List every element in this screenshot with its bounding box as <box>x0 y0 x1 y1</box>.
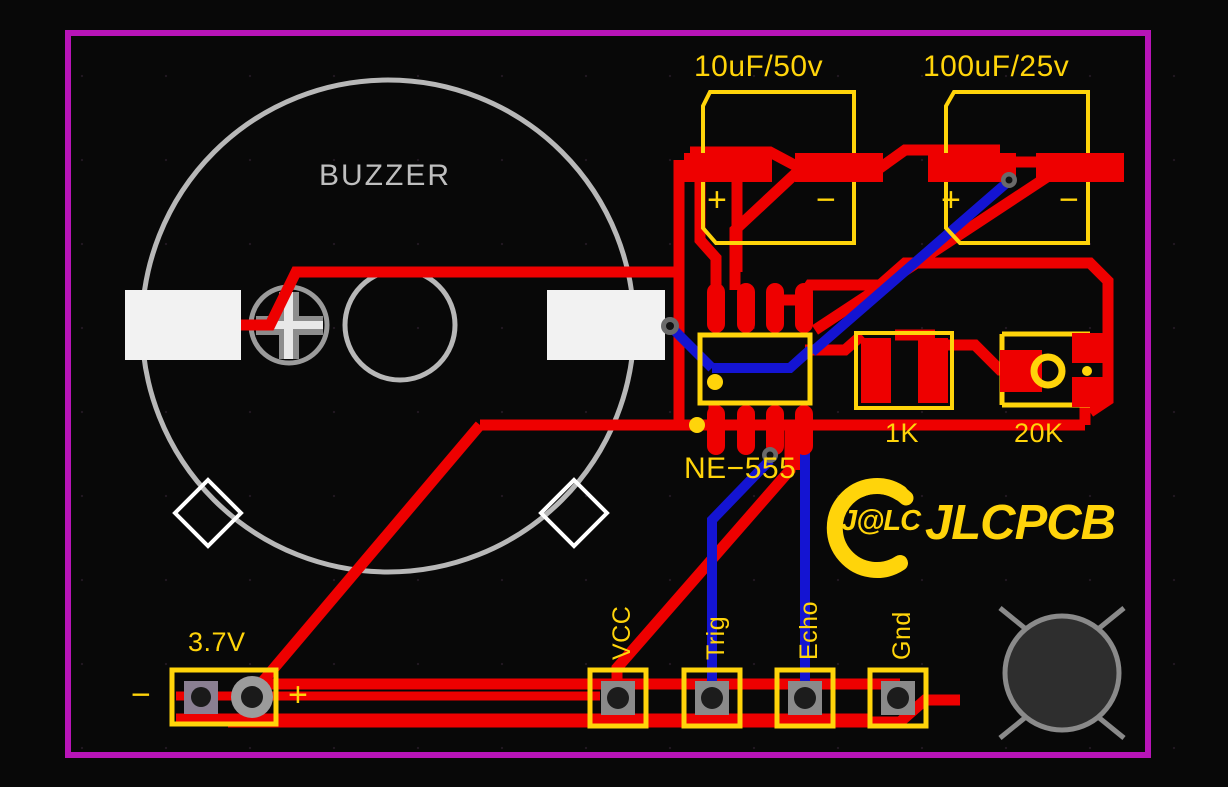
resistor-1k-label: 1K <box>885 418 920 448</box>
ic-ne555-net-dot <box>689 417 705 433</box>
jlcpcb-badge-text: J@LC <box>841 505 921 537</box>
ic-ne555-outline <box>697 332 813 406</box>
cap-10uf-plus: + <box>707 181 728 219</box>
battery-pad-plus-hole <box>241 686 263 708</box>
battery-label: 3.7V <box>188 627 246 657</box>
cap-10uf-silkscreen <box>701 90 856 245</box>
ic-ne555-pads-bottom <box>707 405 813 455</box>
battery-pad-minus-hole <box>191 687 211 707</box>
pot-20k-pad-br <box>1072 377 1105 407</box>
resistor-1k-pad-a <box>861 338 891 403</box>
ic-ne555-pads-top <box>707 283 813 333</box>
mounting-hole <box>998 606 1126 740</box>
cap-100uf-pad-minus <box>1036 153 1124 182</box>
cap-100uf-minus: − <box>1059 181 1080 219</box>
cap-10uf-pad-plus <box>684 153 772 182</box>
buzzer-label: BUZZER <box>319 159 451 192</box>
battery-minus-sign: − <box>131 676 152 714</box>
buzzer-pad-right <box>547 290 665 360</box>
pot-20k-label: 20K <box>1014 418 1064 448</box>
header-label-vcc: VCC <box>608 605 636 660</box>
battery-rails <box>176 691 870 723</box>
resistor-1k-pad-b <box>918 338 948 403</box>
cap-10uf-pad-minus <box>795 153 883 182</box>
battery-outline <box>169 667 279 727</box>
cap-100uf-label: 100uF/25v <box>923 50 1070 83</box>
header-label-trig: Trig <box>702 615 730 660</box>
jlcpcb-badge-ring <box>826 478 914 578</box>
bottom-copper-traces <box>666 176 1014 682</box>
cap-10uf-label: 10uF/50v <box>694 50 824 83</box>
jlcpcb-wordmark: JLCPCB <box>925 496 1116 550</box>
header-pads <box>587 667 929 729</box>
pot-20k-net-dot <box>1082 366 1092 376</box>
resistor-1k-outline <box>854 331 954 410</box>
top-copper-traces <box>228 144 1114 728</box>
ic-ne555-pin1-dot <box>707 374 723 390</box>
cap-100uf-silkscreen <box>944 90 1090 245</box>
cap-100uf-pad-plus <box>928 153 1016 182</box>
header-label-echo: Echo <box>795 601 823 660</box>
via-buzzer-right <box>661 317 679 335</box>
pot-20k-screw <box>1030 353 1066 389</box>
header-label-gnd: Gnd <box>888 611 916 660</box>
cap-100uf-plus: + <box>941 181 962 219</box>
cap-10uf-minus: − <box>816 181 837 219</box>
via-ne555-bottom <box>762 447 778 463</box>
battery-plus-sign: + <box>288 676 309 714</box>
ic-ne555-label: NE−555 <box>684 452 797 485</box>
via-cap2 <box>1001 172 1017 188</box>
buzzer-pad-left <box>125 290 241 360</box>
board-outline <box>65 30 1151 758</box>
pot-20k-pad-tr <box>1072 333 1105 363</box>
